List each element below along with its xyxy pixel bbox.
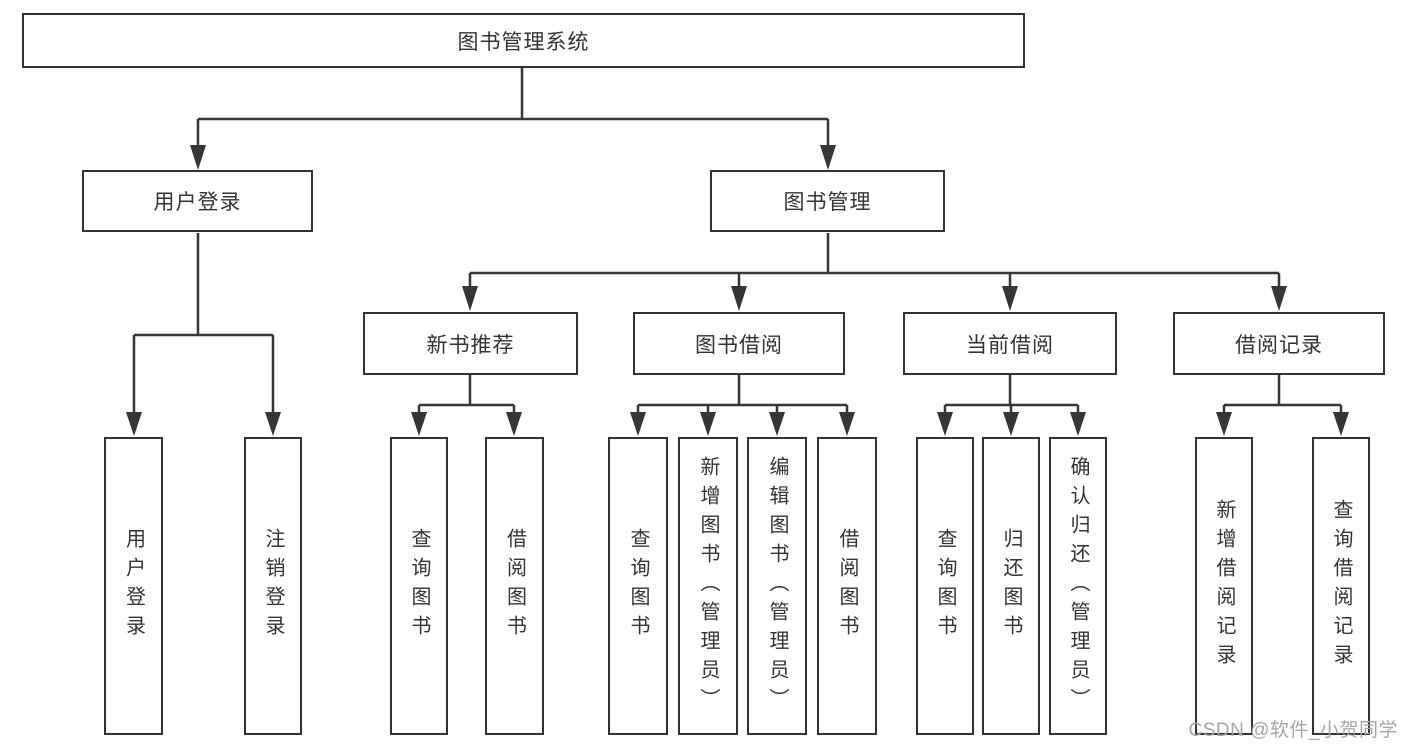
node-user-login: 用户登录 bbox=[82, 170, 313, 232]
leaf-records-query-record: 查询借阅记录 bbox=[1312, 437, 1370, 735]
node-new-book-recommend: 新书推荐 bbox=[363, 312, 578, 375]
node-label: 借阅图书 bbox=[836, 528, 858, 644]
connector-root-level2 bbox=[196, 68, 830, 146]
node-book-borrowing: 图书借阅 bbox=[633, 312, 845, 375]
leaf-user-login: 用户登录 bbox=[104, 437, 163, 735]
csdn-watermark: CSDN @软件_小贺同学 bbox=[1188, 720, 1398, 741]
node-borrowing-records: 借阅记录 bbox=[1173, 312, 1385, 375]
node-label: 新书推荐 bbox=[426, 333, 515, 357]
arrowhead bbox=[411, 412, 427, 436]
node-label: 用户登录 bbox=[122, 528, 145, 644]
arrowhead bbox=[1271, 286, 1287, 311]
leaf-newbook-query-books: 查询图书 bbox=[390, 437, 448, 735]
node-label: 查询借阅记录 bbox=[1330, 499, 1352, 673]
node-label: 借阅记录 bbox=[1235, 333, 1323, 357]
arrowhead bbox=[126, 412, 142, 436]
node-label: 归还图书 bbox=[1000, 528, 1022, 644]
leaf-borrow-query-books: 查询图书 bbox=[608, 437, 668, 735]
node-label: 当前借阅 bbox=[966, 333, 1054, 357]
connector-borrowrecords-children bbox=[1222, 375, 1343, 412]
arrowhead bbox=[630, 412, 646, 436]
node-label: 用户登录 bbox=[153, 191, 242, 214]
node-label: 图书管理系统 bbox=[457, 30, 590, 54]
node-label: 新增图书（管理员） bbox=[697, 455, 719, 717]
node-label: 借阅图书 bbox=[503, 528, 526, 644]
leaf-logout: 注销登录 bbox=[244, 437, 302, 735]
node-label: 图书借阅 bbox=[695, 333, 783, 357]
leaf-current-confirm-return-admin: 确认归还（管理员） bbox=[1049, 437, 1107, 735]
leaf-records-add-record: 新增借阅记录 bbox=[1195, 437, 1253, 735]
node-label: 新增借阅记录 bbox=[1213, 499, 1235, 673]
leaf-current-query-books: 查询图书 bbox=[916, 437, 974, 735]
leaf-borrow-add-books-admin: 新增图书（管理员） bbox=[678, 437, 738, 735]
arrowhead bbox=[265, 412, 281, 436]
node-current-borrowing: 当前借阅 bbox=[903, 312, 1117, 375]
connector-userlogin-children bbox=[132, 233, 275, 412]
node-label: 注销登录 bbox=[262, 528, 284, 644]
node-label: 查询图书 bbox=[934, 528, 956, 644]
arrowhead bbox=[1333, 412, 1349, 436]
arrowhead bbox=[700, 412, 716, 436]
arrowhead bbox=[731, 286, 747, 311]
node-label: 查询图书 bbox=[408, 528, 430, 644]
connector-bookmgmt-level3 bbox=[468, 233, 1281, 287]
connector-currentborrow-children bbox=[943, 375, 1080, 412]
node-label: 编辑图书（管理员） bbox=[766, 455, 788, 717]
arrowhead bbox=[1216, 412, 1232, 436]
arrowhead bbox=[769, 412, 785, 436]
leaf-borrow-borrow-books: 借阅图书 bbox=[817, 437, 877, 735]
connector-bookborrow-children bbox=[636, 375, 849, 412]
node-book-management: 图书管理 bbox=[710, 170, 945, 232]
arrowhead bbox=[190, 145, 206, 170]
arrowhead bbox=[1002, 286, 1018, 311]
arrowhead bbox=[1003, 412, 1019, 436]
leaf-newbook-borrow-books: 借阅图书 bbox=[485, 437, 544, 735]
node-root-system: 图书管理系统 bbox=[22, 13, 1025, 68]
leaf-current-return-books: 归还图书 bbox=[982, 437, 1040, 735]
arrowhead bbox=[462, 286, 478, 311]
node-label: 图书管理 bbox=[783, 191, 872, 214]
arrowhead bbox=[839, 412, 855, 436]
arrowhead bbox=[820, 145, 836, 170]
node-label: 查询图书 bbox=[627, 528, 649, 644]
node-label: 确认归还（管理员） bbox=[1067, 455, 1089, 717]
arrowhead bbox=[1070, 412, 1086, 436]
arrowhead bbox=[506, 412, 522, 436]
leaf-borrow-edit-books-admin: 编辑图书（管理员） bbox=[747, 437, 807, 735]
arrowhead bbox=[937, 412, 953, 436]
connector-newbookrec-children bbox=[417, 375, 516, 412]
